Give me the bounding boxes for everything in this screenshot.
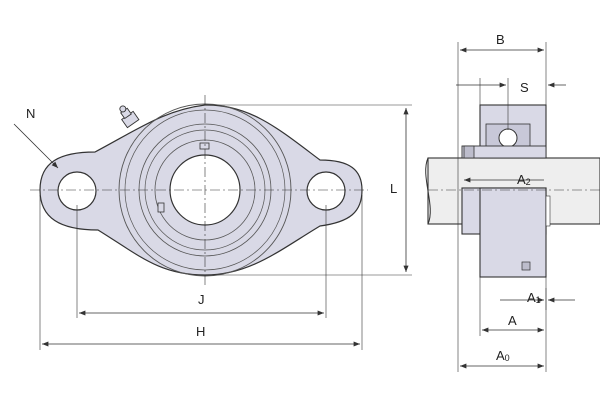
bearing-ball	[498, 128, 518, 148]
label-A0-sub: 0	[505, 353, 510, 363]
label-A: A	[508, 313, 517, 328]
lower-set-screw	[521, 261, 531, 271]
label-S: S	[520, 80, 529, 95]
set-screw-top	[199, 142, 210, 150]
label-A1-sub: 1	[536, 295, 541, 305]
label-A0-main: A	[496, 348, 505, 363]
label-A0: A0	[496, 348, 510, 363]
flange-step	[545, 195, 551, 227]
label-L: L	[390, 181, 397, 196]
label-H: H	[196, 324, 205, 339]
housing-lower	[479, 187, 547, 278]
bolt-hole-left	[57, 171, 97, 211]
inner-ring	[461, 145, 547, 159]
bolt-hole-right	[306, 171, 346, 211]
leader-N	[13, 123, 59, 169]
grease-nipple-icon	[119, 105, 140, 129]
front-view: L J H N	[13, 95, 412, 350]
label-A1: A1	[527, 290, 541, 305]
label-A2-sub: 2	[526, 177, 531, 187]
label-A2-main: A	[517, 172, 526, 187]
label-N: N	[26, 106, 35, 121]
label-A2: A2	[517, 172, 531, 187]
side-view: B S A2 A1 A A0	[425, 32, 600, 372]
label-B: B	[496, 32, 505, 47]
set-screw-left	[157, 202, 165, 213]
label-J: J	[198, 292, 205, 307]
label-A1-main: A	[527, 290, 536, 305]
side-set-screw	[463, 145, 475, 159]
